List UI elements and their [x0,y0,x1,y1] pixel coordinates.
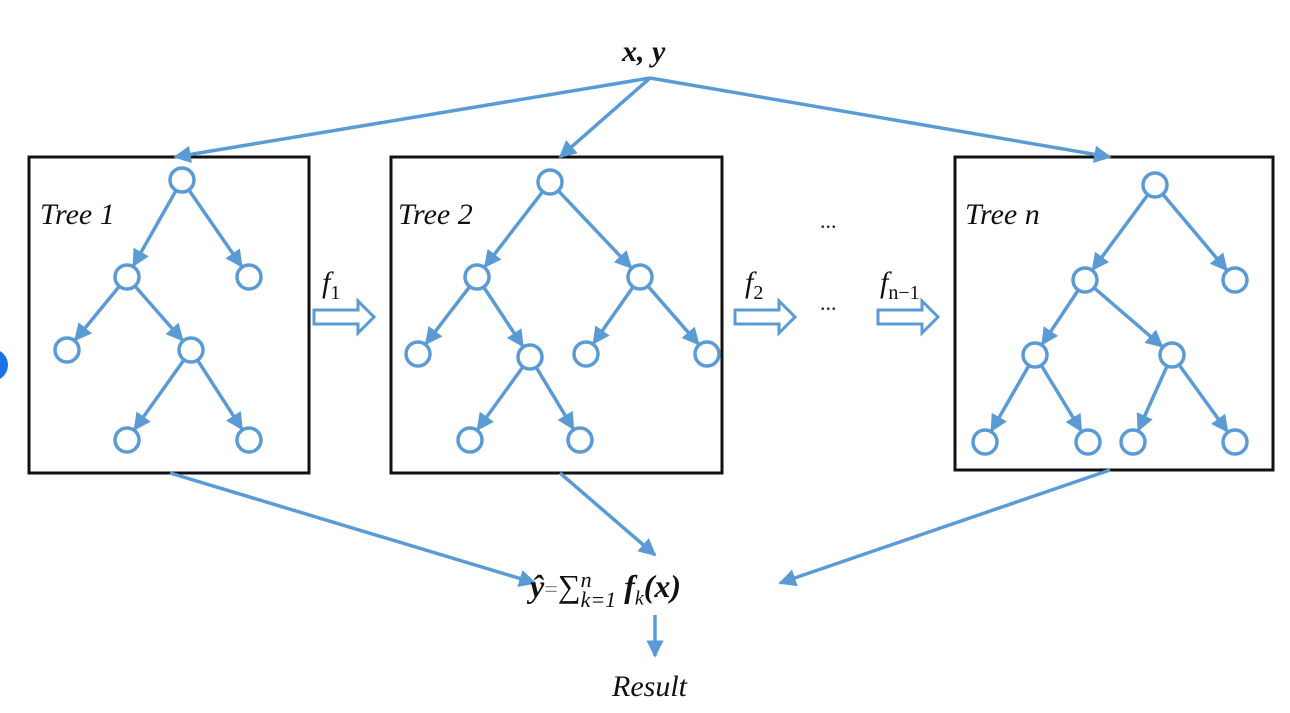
tree-3-edge [1161,193,1228,272]
tree-1-edge [131,189,178,268]
tree-3-node [1071,266,1099,294]
tree-1-box [27,155,311,475]
tree-1-edge [133,284,184,342]
tree-2-edge [482,286,525,348]
tree-1-node [177,336,205,364]
tree-1-edge [133,358,186,431]
result-label: Result [612,670,687,703]
tree-2-edge [534,366,575,431]
tree-2-node [404,340,432,368]
tree-3-node [1021,341,1049,369]
tree-2-edge [483,190,545,269]
tree-1-edge [73,285,121,342]
tree-1-edge [187,188,244,268]
tree-1-node [168,166,196,194]
flow-arrow [558,76,652,159]
ellipsis-middle: ... [820,290,837,315]
tree-2-node [456,426,484,454]
tree-2-node [693,340,721,368]
tree-3-edge [989,364,1031,433]
tree-2-node [626,263,654,291]
tree-2-node [516,343,544,371]
transition-f1-label: f1 [322,266,341,304]
tree-1-node [113,263,141,291]
tree-3-edge [1092,286,1164,348]
transition-f2-label: f2 [745,266,764,304]
tree-2-edge [424,285,472,346]
tree-2-node [572,340,600,368]
tree-3-node [1074,428,1102,456]
tree-1-node [113,426,141,454]
tree-3-node [1141,171,1169,199]
hollow-arrow-1 [312,297,377,337]
tree-3-edge [1040,289,1080,346]
flow-arrow [169,471,537,587]
tree-2-node [463,263,491,291]
tree-2-node [566,426,594,454]
ellipsis-top: ... [820,208,837,233]
tree-3-node [1119,428,1147,456]
tree-3-edge [1091,193,1150,271]
tree-1-label: Tree 1 [40,198,115,231]
tree-3-node [1221,428,1249,456]
flow-arrow [649,76,1112,163]
flow-arrow [173,76,651,164]
tree-3-edge [1039,364,1083,433]
tree-2-box [389,155,724,475]
tree-1-node [235,426,263,454]
flow-arrow [778,468,1111,587]
transition-fn-1-label: fn−1 [880,266,920,304]
tree-3-edge [1177,363,1229,433]
tree-1-node [53,336,81,364]
tree-2-edge [556,189,633,269]
input-label: x, y [622,35,666,68]
hollow-arrow-3 [876,297,941,337]
tree-1-edge [196,359,244,431]
tree-3-node [971,428,999,456]
tree-2-node [536,168,564,196]
tree-n-box [953,155,1275,472]
tree-n-label: Tree n [965,198,1040,231]
tree-2-edge [476,365,525,431]
tree-1-node [235,263,263,291]
tree-2-edge [646,284,700,346]
hollow-arrow-2 [733,297,798,337]
tree-3-node [1221,266,1249,294]
edge-marker-circle [0,351,8,379]
tree-graphs [53,166,1249,456]
flow-arrow [558,471,657,557]
tree-3-edge [1136,365,1169,432]
flow-arrows [169,76,1112,658]
tree-2-edge [592,285,635,345]
tree-2-label: Tree 2 [398,198,473,231]
tree-3-node [1158,341,1186,369]
